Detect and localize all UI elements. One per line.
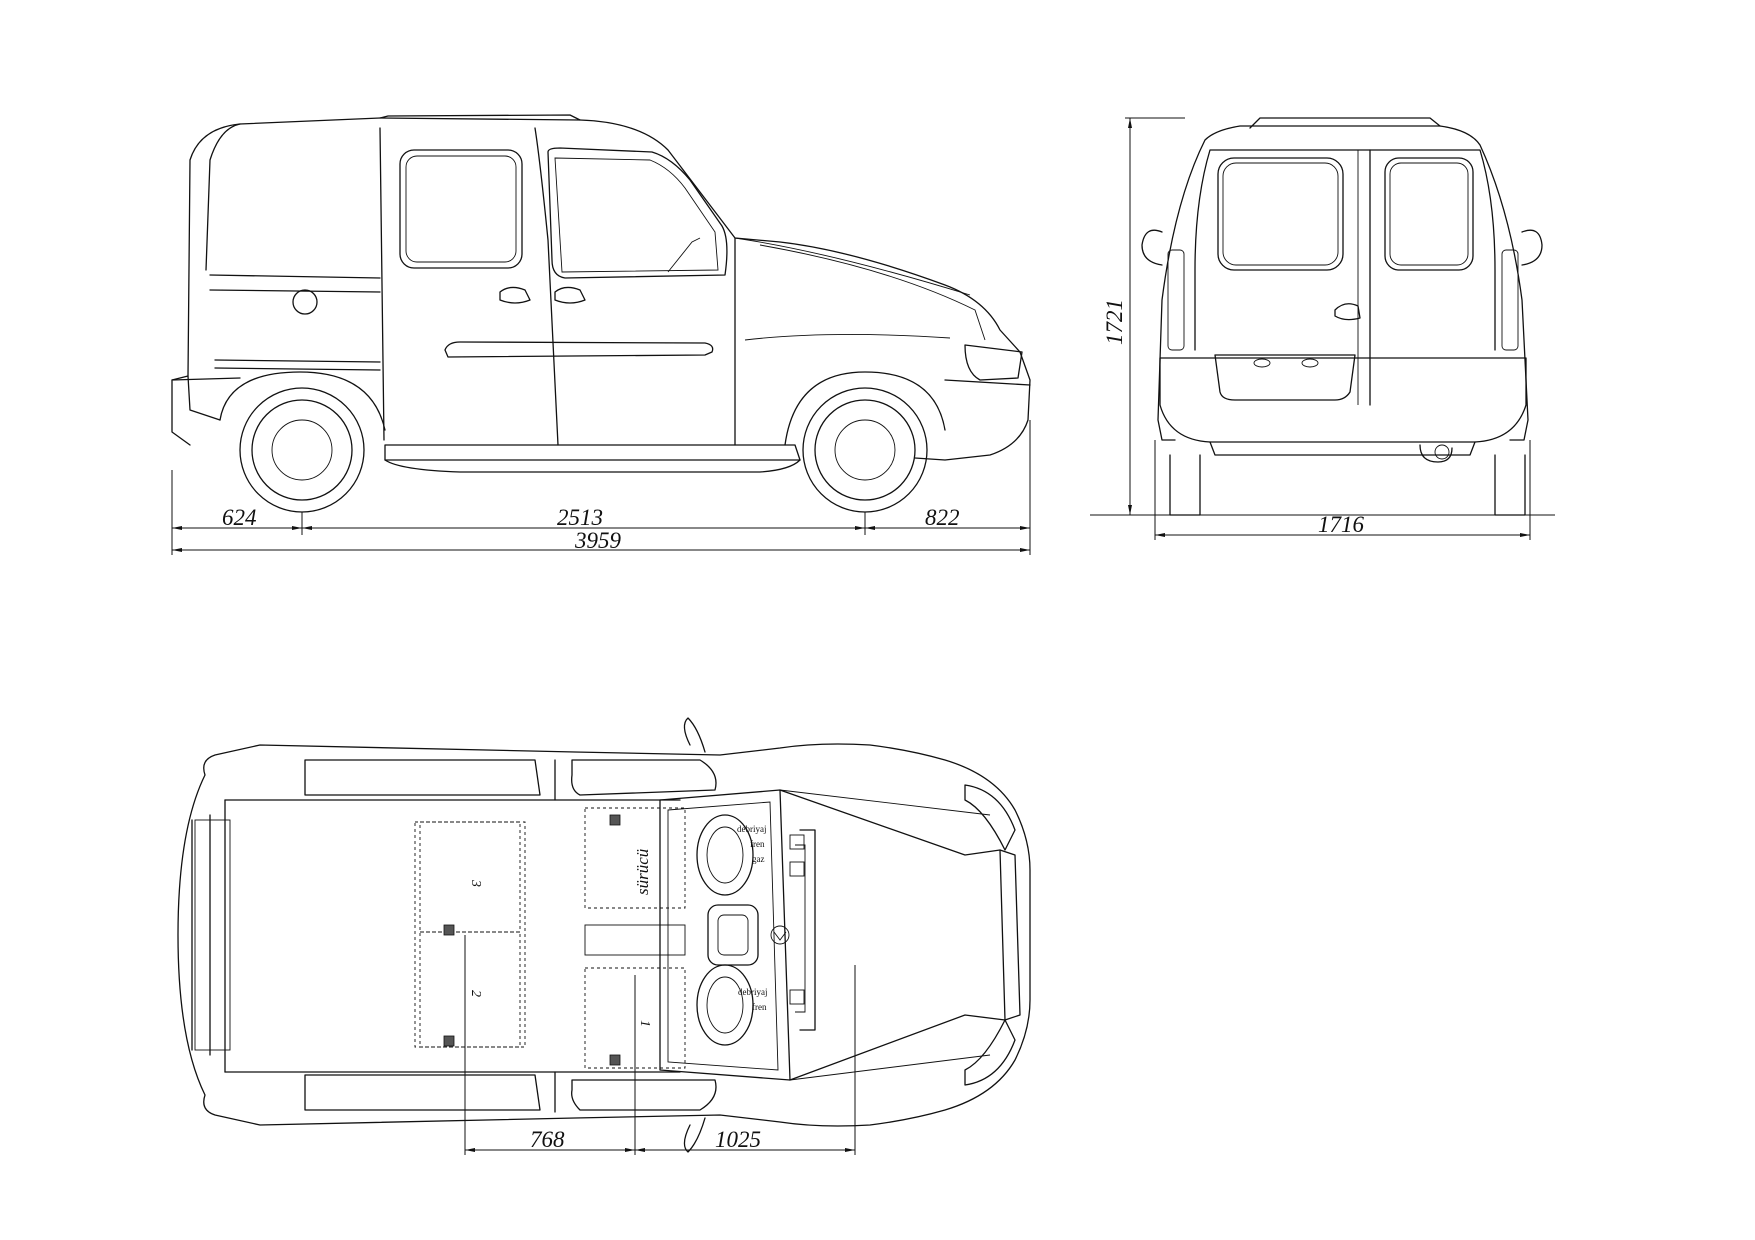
dim-front-overhang: 624 bbox=[222, 505, 257, 530]
seat-1-label: 1 bbox=[637, 1020, 652, 1027]
seat-3-zone bbox=[419, 821, 521, 933]
seat-1-zone bbox=[584, 967, 686, 1069]
top-view bbox=[177, 717, 1031, 1153]
dim-wheelbase: 2513 bbox=[557, 505, 603, 530]
dim-seat-row-spacing: 768 bbox=[530, 1127, 565, 1152]
dim-width: 1716 bbox=[1318, 512, 1365, 537]
seat-2-label: 2 bbox=[468, 990, 483, 997]
clutch-label-bottom: debriyaj bbox=[738, 987, 768, 997]
brake-label-bottom: fren bbox=[752, 1002, 767, 1012]
clutch-label-top: debriyaj bbox=[737, 824, 767, 834]
dim-overall-length: 3959 bbox=[574, 528, 622, 553]
dimension-lines bbox=[171, 117, 1555, 1155]
dim-height: 1721 bbox=[1102, 299, 1127, 345]
dim-rear-overhang: 822 bbox=[925, 505, 960, 530]
dim-driver-to-pedal: 1025 bbox=[715, 1127, 761, 1152]
gas-label: gaz bbox=[752, 854, 765, 864]
rear-view bbox=[1141, 117, 1543, 516]
brake-label-top: fren bbox=[750, 839, 765, 849]
side-view bbox=[171, 114, 1031, 513]
seat-3-label: 3 bbox=[468, 879, 483, 887]
driver-seat-zone bbox=[584, 807, 686, 909]
driver-seat-label: sürücü bbox=[633, 849, 652, 895]
